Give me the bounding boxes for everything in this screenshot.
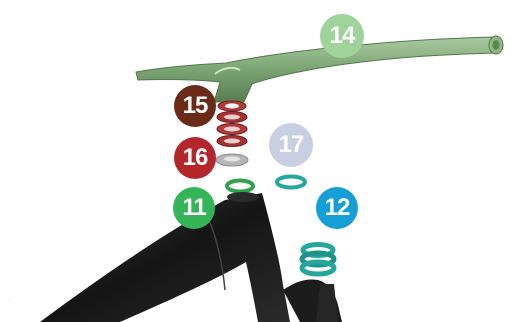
callout-badge-16: 16 bbox=[174, 137, 216, 179]
lower-bearing bbox=[277, 177, 305, 188]
corner-mark: · bbox=[8, 297, 10, 304]
handlebar-end-hole bbox=[493, 40, 500, 50]
callout-badge-11: 11 bbox=[173, 187, 215, 229]
spacer-stack bbox=[217, 101, 247, 147]
upper-bearing bbox=[227, 181, 253, 192]
callout-badge-12: 12 bbox=[316, 187, 358, 229]
headset-cap bbox=[216, 154, 248, 166]
callout-badge-14: 14 bbox=[320, 14, 364, 58]
lower-cup bbox=[302, 245, 334, 275]
callout-badge-17: 17 bbox=[269, 123, 313, 167]
callout-badge-15: 15 bbox=[174, 85, 216, 127]
